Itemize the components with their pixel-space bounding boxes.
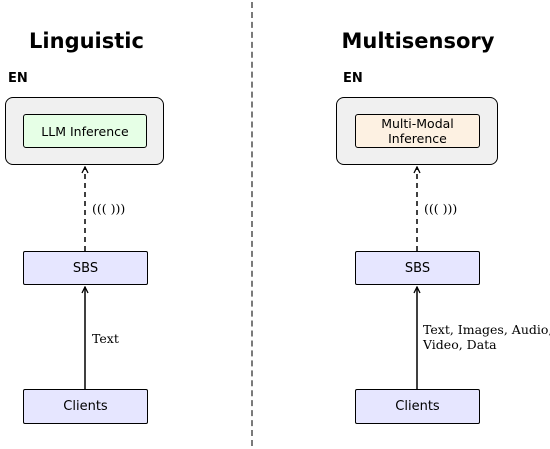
right-sbs-box: SBS [355,251,480,285]
right-wireless-label: ((( ))) [424,201,458,216]
right-en-label: EN [343,71,363,86]
left-sbs-label: SBS [72,260,99,276]
left-clients-label: Clients [63,399,108,414]
left-en-label: EN [8,71,28,86]
left-edge-label: Text [92,331,119,346]
left-heading: Linguistic [29,29,144,53]
left-llm-inference-box: LLM Inference [23,114,147,148]
left-sbs-box: SBS [23,251,148,285]
right-multimodal-inference-box: Multi-Modal Inference [355,114,480,148]
right-clients-label: Clients [395,399,440,414]
left-wireless-label: ((( ))) [92,201,126,216]
right-heading: Multisensory [341,29,495,53]
right-edge-label: Text, Images, Audio, Video, Data [423,322,550,352]
right-clients-box: Clients [355,389,480,424]
right-multimodal-inference-label: Multi-Modal Inference [381,116,454,146]
left-clients-box: Clients [23,389,148,424]
right-sbs-label: SBS [404,260,431,276]
left-llm-inference-label: LLM Inference [41,123,129,139]
panel-divider [251,2,253,446]
